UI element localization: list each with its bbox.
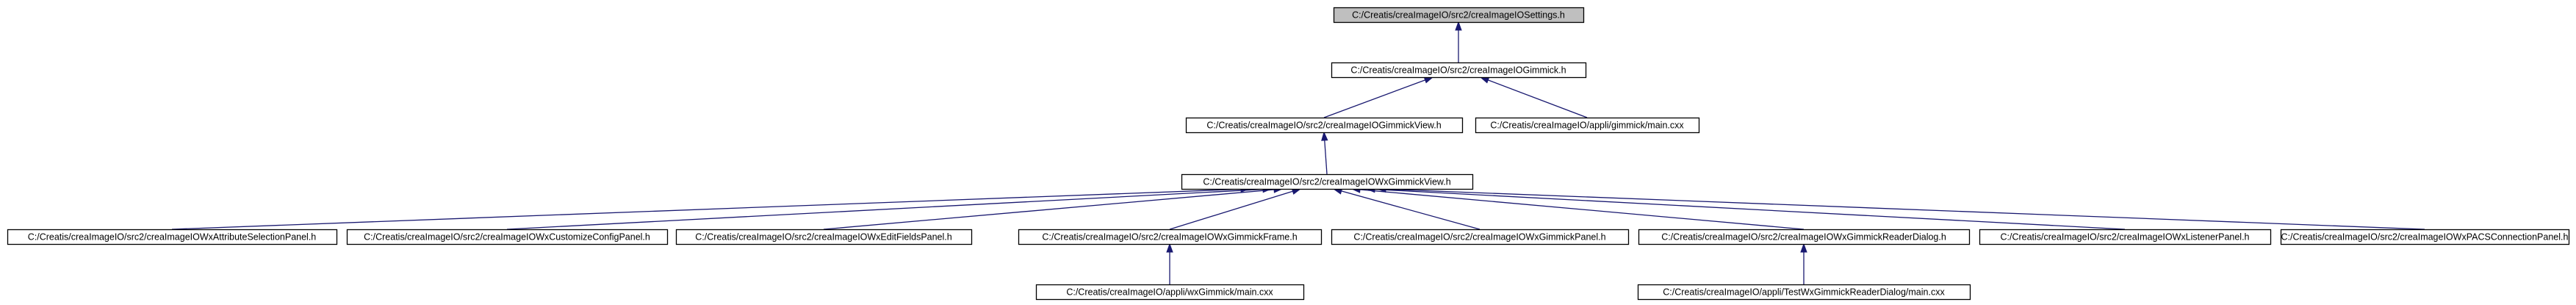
edge-n3-to-n1 xyxy=(1479,76,1588,118)
edge-n10-to-n4 xyxy=(1350,186,1805,230)
node-label: C:/Creatis/creaImageIO/src2/creaImageIOS… xyxy=(1352,10,1565,21)
edge-n14-to-n10 xyxy=(1800,243,1807,284)
edge-arrowhead xyxy=(1321,131,1328,141)
edge-n5-to-n4 xyxy=(171,185,1251,230)
edge-line xyxy=(171,188,1242,230)
node-label: C:/Creatis/creaImageIO/appli/gimmick/mai… xyxy=(1490,121,1684,131)
node-label: C:/Creatis/creaImageIO/appli/wxGimmick/m… xyxy=(1066,287,1273,298)
edge-arrowhead xyxy=(1455,21,1462,31)
node-box[interactable] xyxy=(1475,117,1700,134)
node-label: C:/Creatis/creaImageIO/appli/TestWxGimmi… xyxy=(1663,287,1945,298)
node-label: C:/Creatis/creaImageIO/src2/creaImageIOW… xyxy=(2281,232,2569,243)
node-src2-creaimageiowxeditfieldspanel-h[interactable]: C:/Creatis/creaImageIO/src2/creaImageIOW… xyxy=(675,229,973,245)
node-src2-creaimageiowxcustomizeconfigpanel-h[interactable]: C:/Creatis/creaImageIO/src2/creaImageIOW… xyxy=(346,229,669,245)
edge-line xyxy=(1488,79,1588,118)
node-label: C:/Creatis/creaImageIO/src2/creaImageIOW… xyxy=(695,232,951,243)
node-src2-creaimageiowxgimmickpanel-h[interactable]: C:/Creatis/creaImageIO/src2/creaImageIOW… xyxy=(1331,229,1630,245)
node-box[interactable] xyxy=(1331,229,1630,245)
edge-arrowhead xyxy=(1800,243,1807,253)
edge-arrowhead xyxy=(1166,243,1173,253)
node-box[interactable] xyxy=(1185,117,1464,134)
edge-line xyxy=(1324,140,1328,175)
edge-n4-to-n2 xyxy=(1321,131,1328,175)
edge-n13-to-n8 xyxy=(1166,243,1173,284)
node-label: C:/Creatis/creaImageIO/src2/creaImageIOG… xyxy=(1350,65,1566,76)
edge-line xyxy=(1341,190,1481,230)
node-box[interactable] xyxy=(1979,229,2272,245)
node-box[interactable] xyxy=(1638,229,1971,245)
node-src2-creaimageiowxgimmickframe-h[interactable]: C:/Creatis/creaImageIO/src2/creaImageIOW… xyxy=(1018,229,1323,245)
node-box[interactable] xyxy=(1331,62,1587,79)
edge-n12-to-n4 xyxy=(1376,185,2425,230)
node-src2-creaimageiosettings-h[interactable]: C:/Creatis/creaImageIO/src2/creaImageIOS… xyxy=(1333,7,1585,24)
node-src2-creaimageiowxattributeselectionpanel-h[interactable]: C:/Creatis/creaImageIO/src2/creaImageIOW… xyxy=(7,229,338,245)
node-label: C:/Creatis/creaImageIO/src2/creaImageIOW… xyxy=(1203,177,1450,187)
edge-line xyxy=(506,188,1264,230)
edge-n8-to-n4 xyxy=(1169,187,1302,230)
edge-n1-to-n0 xyxy=(1455,21,1462,62)
edge-line xyxy=(1359,189,1805,230)
node-src2-creaimageiowxgimmickreaderdialog-h[interactable]: C:/Creatis/creaImageIO/src2/creaImageIOW… xyxy=(1638,229,1971,245)
node-src2-creaimageiowxgimmickview-h[interactable]: C:/Creatis/creaImageIO/src2/creaImageIOW… xyxy=(1181,173,1474,190)
node-box[interactable] xyxy=(1035,284,1305,301)
node-src2-creaimageiowxpacsconnectionpanel-h[interactable]: C:/Creatis/creaImageIO/src2/creaImageIOW… xyxy=(2280,229,2570,245)
node-label: C:/Creatis/creaImageIO/src2/creaImageIOW… xyxy=(1353,232,1605,243)
edge-n9-to-n4 xyxy=(1332,187,1481,230)
node-src2-creaimageiogimmick-h[interactable]: C:/Creatis/creaImageIO/src2/creaImageIOG… xyxy=(1331,62,1587,79)
node-appli-wxgimmick-main-cxx[interactable]: C:/Creatis/creaImageIO/appli/wxGimmick/m… xyxy=(1035,284,1305,301)
graph-edges xyxy=(171,21,2425,284)
node-box[interactable] xyxy=(1637,284,1971,301)
node-label: C:/Creatis/creaImageIO/src2/creaImageIOW… xyxy=(1661,232,1946,243)
edge-line xyxy=(1374,188,2126,230)
node-box[interactable] xyxy=(346,229,669,245)
edge-n7-to-n4 xyxy=(823,186,1284,230)
graph-nodes: C:/Creatis/creaImageIO/src2/creaImageIOS… xyxy=(7,7,2570,301)
node-label: C:/Creatis/creaImageIO/src2/creaImageIOW… xyxy=(364,232,650,243)
edge-line xyxy=(823,189,1275,230)
node-box[interactable] xyxy=(1018,229,1323,245)
node-label: C:/Creatis/creaImageIO/src2/creaImageIOG… xyxy=(1206,121,1441,131)
node-appli-gimmick-main-cxx[interactable]: C:/Creatis/creaImageIO/appli/gimmick/mai… xyxy=(1475,117,1700,134)
node-box[interactable] xyxy=(2280,229,2570,245)
node-label: C:/Creatis/creaImageIO/src2/creaImageIOW… xyxy=(2000,232,2249,243)
edge-line xyxy=(1169,190,1293,230)
node-src2-creaimageiogimmickview-h[interactable]: C:/Creatis/creaImageIO/src2/creaImageIOG… xyxy=(1185,117,1464,134)
edge-line xyxy=(1385,188,2425,230)
node-box[interactable] xyxy=(1181,173,1474,190)
edge-line xyxy=(1323,79,1425,118)
node-label: C:/Creatis/creaImageIO/src2/creaImageIOW… xyxy=(1042,232,1297,243)
root-node-box[interactable] xyxy=(1333,7,1585,24)
node-src2-creaimageiowxlistenerpanel-h[interactable]: C:/Creatis/creaImageIO/src2/creaImageIOW… xyxy=(1979,229,2272,245)
node-label: C:/Creatis/creaImageIO/src2/creaImageIOW… xyxy=(28,232,317,243)
node-appli-testwxgimmickreaderdialog-main-cxx[interactable]: C:/Creatis/creaImageIO/appli/TestWxGimmi… xyxy=(1637,284,1971,301)
edge-n2-to-n1 xyxy=(1323,76,1434,118)
node-box[interactable] xyxy=(7,229,338,245)
node-box[interactable] xyxy=(675,229,973,245)
